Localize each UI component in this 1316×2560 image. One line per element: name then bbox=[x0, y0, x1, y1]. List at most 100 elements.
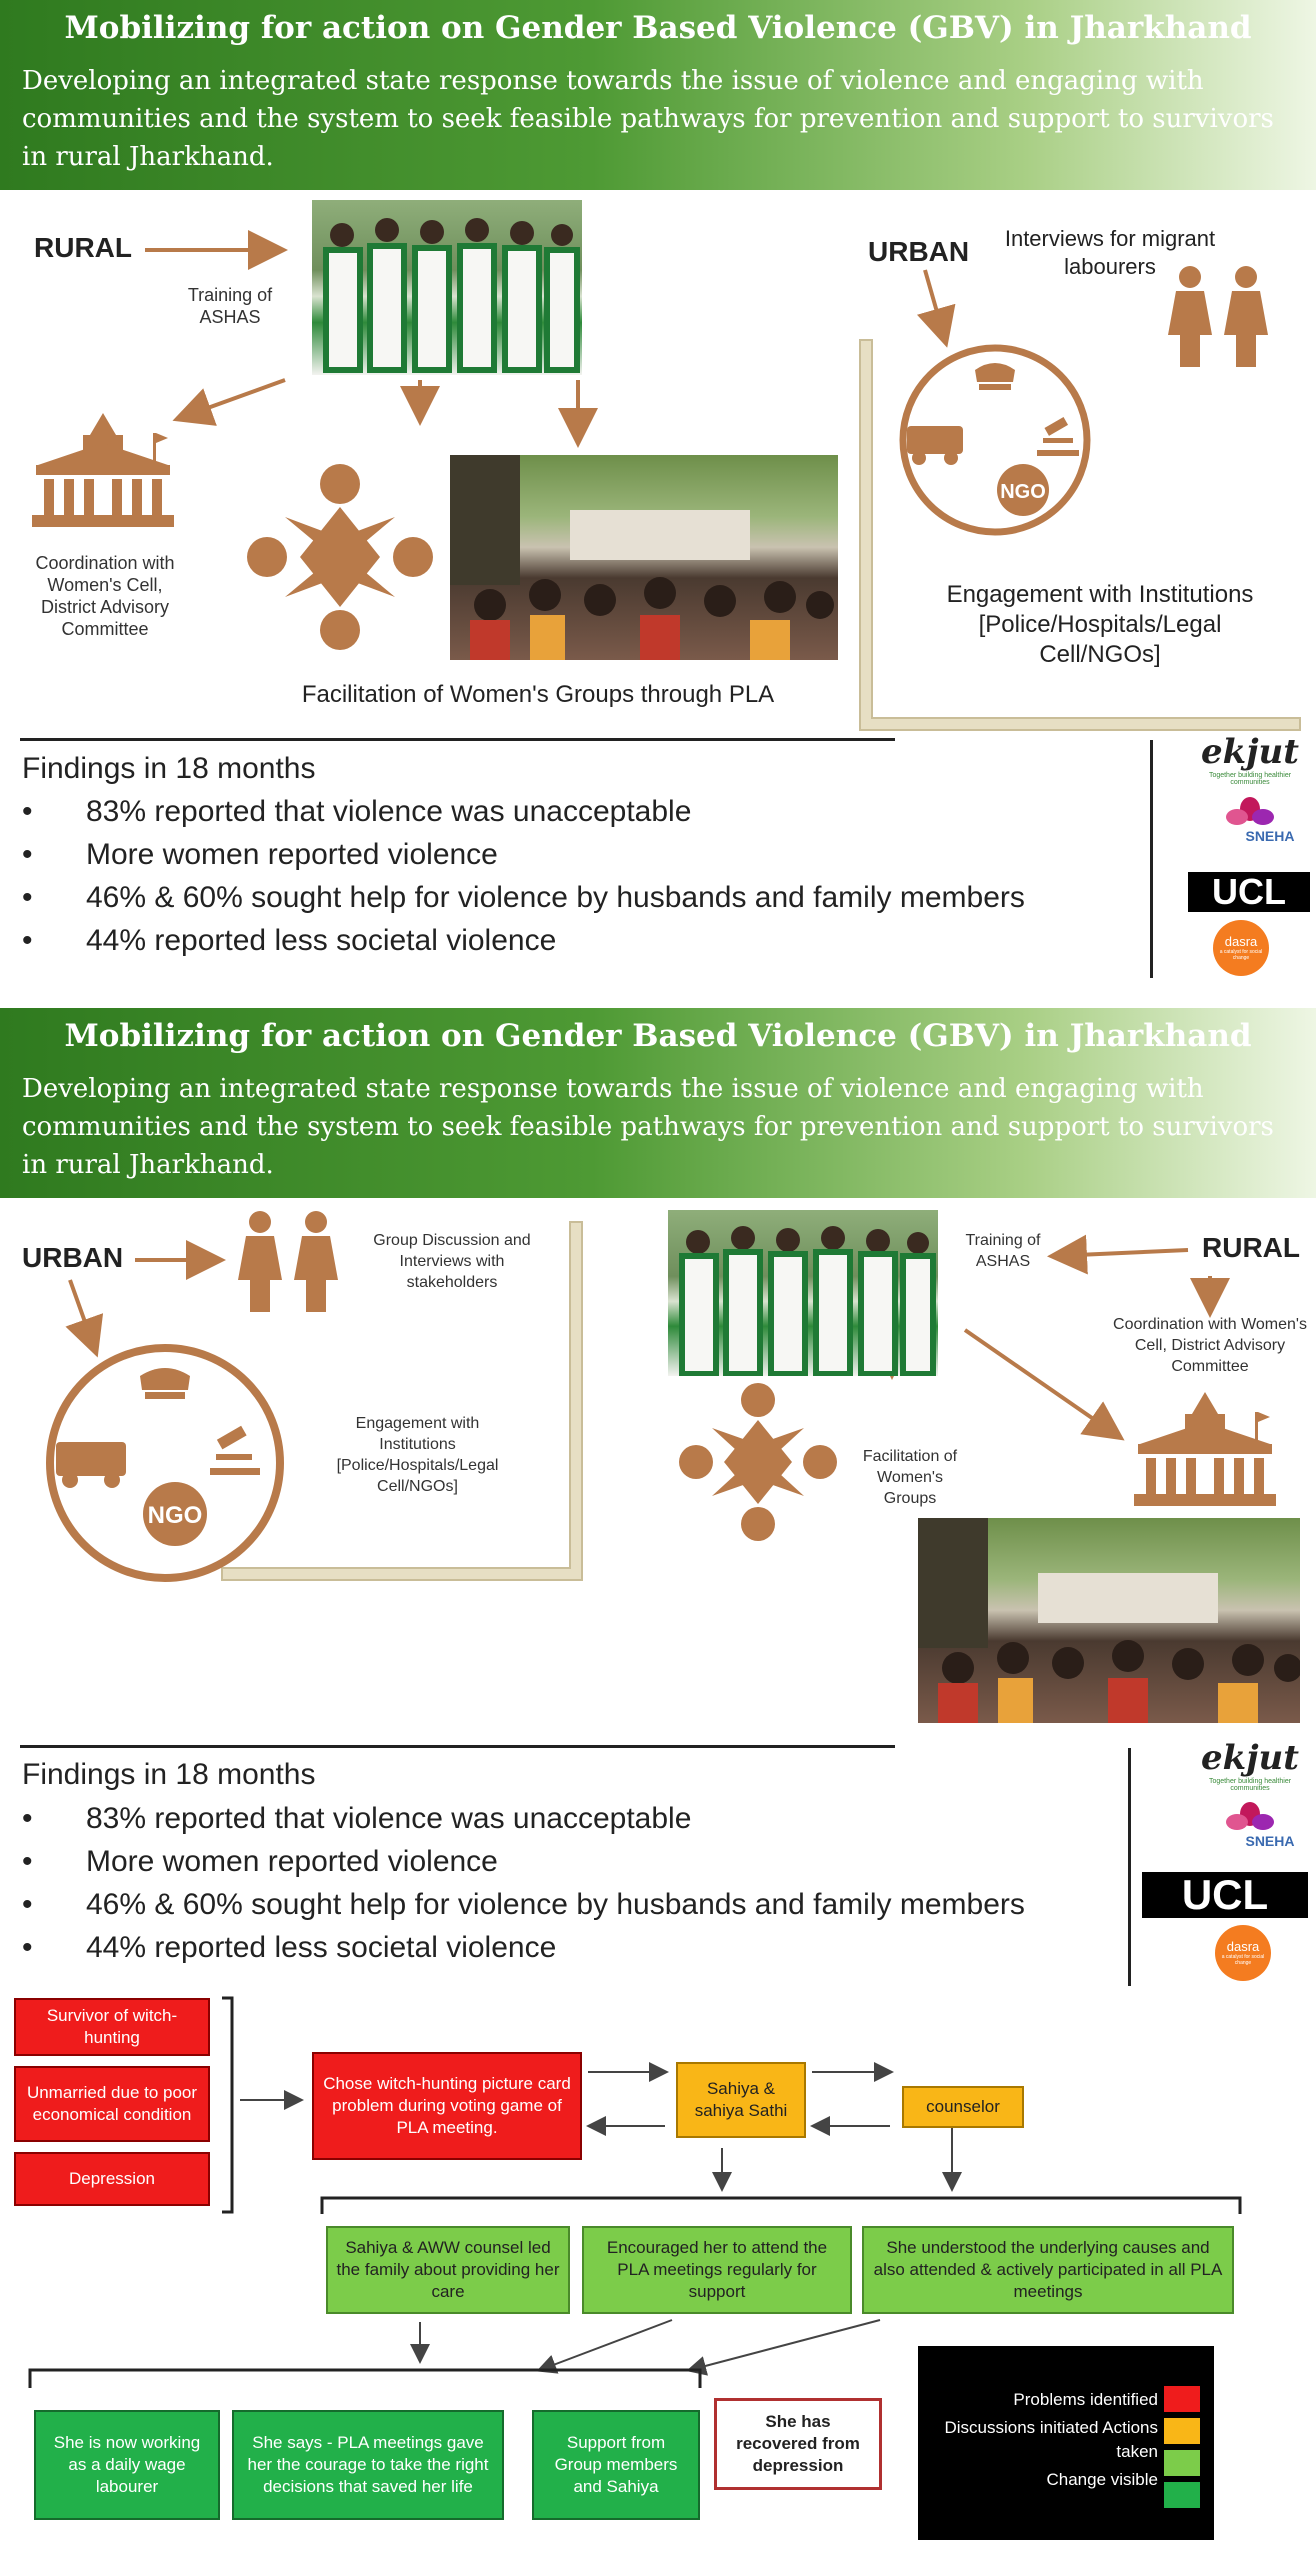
building-icon bbox=[32, 413, 174, 527]
findings-divider bbox=[20, 738, 895, 741]
poster-description: Developing an integrated state response … bbox=[22, 66, 1274, 172]
meeting-photo bbox=[450, 455, 838, 660]
panel1-arrows bbox=[145, 230, 1301, 731]
group-circle-icon bbox=[247, 464, 433, 650]
legend-swatch-light-green bbox=[1164, 2450, 1200, 2476]
legend: Problems identified Discussions initiate… bbox=[918, 2346, 1214, 2540]
training-label: Training of ASHAS bbox=[187, 285, 273, 327]
finding-text: 44% reported less societal violence bbox=[86, 1931, 557, 1964]
institutions-circle-icon: NGO bbox=[46, 1344, 284, 1582]
bullet: • bbox=[22, 924, 33, 957]
interviews-label: Interviews for migrant labourers bbox=[1004, 226, 1216, 279]
dasra-tagline: a catalyst for social change bbox=[1221, 1954, 1265, 1966]
village-meeting-image bbox=[450, 455, 834, 660]
institutions-circle-icon: NGO bbox=[899, 344, 1091, 536]
sneha-logo: SNEHA bbox=[1190, 795, 1310, 844]
poster-title: Mobilizing for action on Gender Based Vi… bbox=[64, 1018, 1252, 1054]
finding-text: 83% reported that violence was unaccepta… bbox=[86, 795, 692, 828]
group-circle-icon bbox=[679, 1383, 837, 1541]
ekjut-tagline: Together building healthier communities bbox=[1208, 1778, 1292, 1792]
finding-text: More women reported violence bbox=[86, 838, 498, 871]
bullet: • bbox=[22, 838, 33, 871]
dasra-logo: dasra a catalyst for social change bbox=[1215, 1925, 1271, 1981]
logo-divider bbox=[1150, 740, 1153, 978]
dasra-wordmark: dasra bbox=[1226, 1939, 1260, 1954]
finding-text: 46% & 60% sought help for violence by hu… bbox=[86, 1888, 1025, 1921]
village-meeting-image bbox=[918, 1518, 1300, 1723]
facilitation-label: Facilitation of Women's Groups through P… bbox=[301, 681, 775, 708]
logo-divider bbox=[1128, 1748, 1131, 1986]
legend-swatch-red bbox=[1164, 2386, 1200, 2412]
finding-text: 46% & 60% sought help for violence by hu… bbox=[86, 881, 1025, 914]
legend-label: Change visible bbox=[1046, 2470, 1158, 2489]
banner-1: Mobilizing for action on Gender Based Vi… bbox=[0, 0, 1316, 190]
sneha-wordmark: SNEHA bbox=[1245, 828, 1295, 844]
ekjut-wordmark: ekjut bbox=[1201, 732, 1299, 772]
ucl-logo: UCL bbox=[1142, 1872, 1308, 1918]
rural-label: RURAL bbox=[34, 232, 132, 263]
bullet: • bbox=[22, 1931, 33, 1964]
findings-title: Findings in 18 months bbox=[22, 752, 316, 785]
building-icon bbox=[1134, 1392, 1276, 1506]
banner-2: Mobilizing for action on Gender Based Vi… bbox=[0, 1008, 1316, 1198]
dasra-logo: dasra a catalyst for social change bbox=[1213, 920, 1269, 976]
sneha-wordmark: SNEHA bbox=[1245, 1833, 1295, 1849]
chose-card-box: Chose witch-hunting picture card problem… bbox=[312, 2052, 582, 2160]
aww-counsel-box: Sahiya & AWW counsel led the family abou… bbox=[326, 2226, 570, 2314]
bullet: • bbox=[22, 795, 33, 828]
sahiya-box: Sahiya & sahiya Sathi bbox=[676, 2062, 806, 2138]
legend-swatch-dark-green bbox=[1164, 2482, 1200, 2508]
panel2-arrows bbox=[65, 1221, 1230, 1581]
problem-survivor: Survivor of witch-hunting bbox=[14, 1998, 210, 2056]
problem-depression: Depression bbox=[14, 2152, 210, 2206]
poster-description: Developing an integrated state response … bbox=[22, 1074, 1274, 1180]
understood-box: She understood the underlying causes and… bbox=[862, 2226, 1234, 2314]
finding-item: • 83% reported that violence was unaccept… bbox=[22, 795, 691, 829]
finding-item: • 46% & 60% sought help for violence by h… bbox=[22, 1888, 1025, 1922]
findings-title: Findings in 18 months bbox=[22, 1758, 316, 1791]
finding-text: 44% reported less societal violence bbox=[86, 924, 557, 957]
ekjut-tagline: Together building healthier communities bbox=[1208, 772, 1292, 786]
counselor-box: counselor bbox=[902, 2086, 1024, 2128]
problem-unmarried: Unmarried due to poor economical conditi… bbox=[14, 2066, 210, 2142]
urban-label: URBAN bbox=[868, 236, 970, 267]
findings-divider bbox=[20, 1745, 895, 1748]
finding-item: • 44% reported less societal violence bbox=[22, 924, 556, 958]
sneha-logo: SNEHA bbox=[1190, 1800, 1310, 1849]
sneha-flower-icon bbox=[1226, 1802, 1274, 1830]
women-group-image bbox=[679, 1226, 936, 1376]
legend-label: Problems identified bbox=[1013, 2390, 1158, 2409]
ngo-badge: NGO bbox=[148, 1502, 203, 1529]
sneha-flower-icon bbox=[1226, 797, 1274, 825]
dasra-tagline: a catalyst for social change bbox=[1219, 949, 1263, 961]
ucl-logo: UCL bbox=[1188, 872, 1310, 912]
ekjut-logo: ekjut Together building healthier commun… bbox=[1195, 732, 1305, 786]
meeting-photo bbox=[918, 1518, 1300, 1723]
bullet: • bbox=[22, 1845, 33, 1878]
ekjut-wordmark: ekjut bbox=[1201, 1738, 1299, 1778]
women-group-image bbox=[323, 218, 580, 373]
bullet: • bbox=[22, 1802, 33, 1835]
facilitation-label: Facilitation of Women's Groups bbox=[862, 1448, 958, 1507]
training-photo bbox=[312, 200, 582, 375]
people-icon bbox=[1168, 266, 1268, 367]
recovered-box: She has recovered from depression bbox=[714, 2398, 882, 2490]
support-box: Support from Group members and Sahiya bbox=[532, 2410, 700, 2520]
urban-label: URBAN bbox=[22, 1242, 124, 1273]
bullet: • bbox=[22, 1888, 33, 1921]
finding-item: • More women reported violence bbox=[22, 838, 498, 872]
rural-label: RURAL bbox=[1202, 1232, 1300, 1263]
working-box: She is now working as a daily wage labou… bbox=[34, 2410, 220, 2520]
coordination-label: Coordination with Women's Cell, District… bbox=[1113, 1316, 1307, 1375]
coordination-label: Coordination with Women's Cell, District… bbox=[35, 553, 175, 639]
encouraged-box: Encouraged her to attend the PLA meeting… bbox=[582, 2226, 852, 2314]
finding-item: • 44% reported less societal violence bbox=[22, 1931, 556, 1965]
training-photo bbox=[668, 1210, 938, 1376]
bullet: • bbox=[22, 881, 33, 914]
people-icon bbox=[238, 1211, 338, 1312]
finding-text: 83% reported that violence was unaccepta… bbox=[86, 1802, 692, 1835]
engagement-label: Engagement with Institutions [Police/Hos… bbox=[336, 1415, 499, 1495]
flow-connectors bbox=[28, 1996, 1242, 2388]
poster-title: Mobilizing for action on Gender Based Vi… bbox=[64, 10, 1252, 46]
finding-item: • 83% reported that violence was unaccept… bbox=[22, 1802, 691, 1836]
